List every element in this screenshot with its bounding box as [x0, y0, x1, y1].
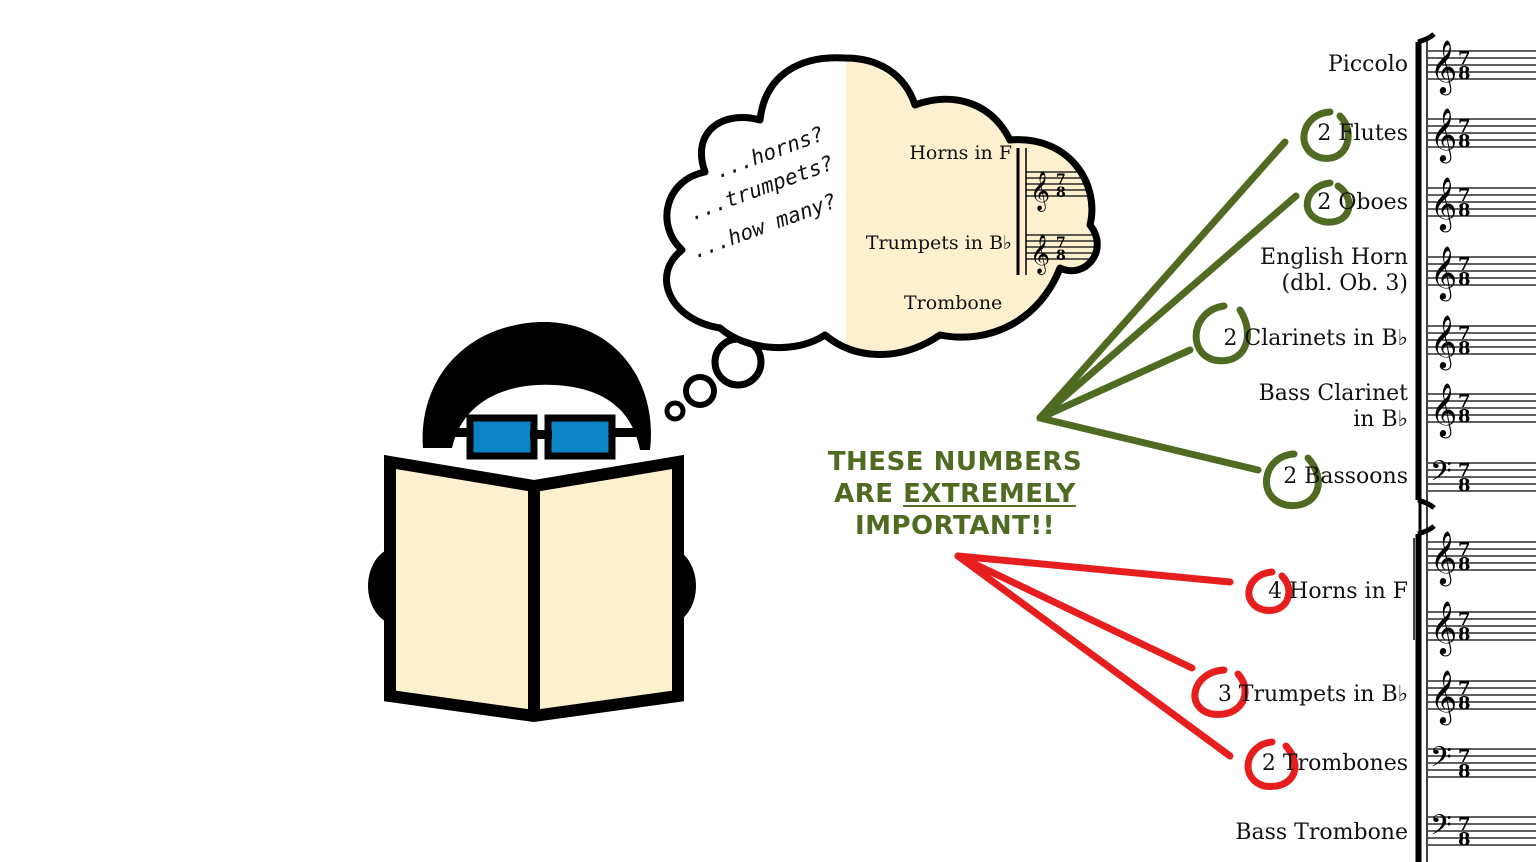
- book-icon: [384, 454, 684, 723]
- instrument-label-flutes: 2 Flutes: [1317, 121, 1408, 146]
- english-horn-line-2: (dbl. Ob. 3): [1281, 271, 1408, 296]
- time-signature-bottom: 8: [1458, 131, 1471, 152]
- reader-figure: [368, 321, 696, 723]
- bass-clef-icon: 𝄢: [1430, 741, 1452, 781]
- time-signature-bottom: 8: [1458, 475, 1471, 496]
- callout-line-3: IMPORTANT!!: [854, 511, 1056, 541]
- time-signature-bottom: 8: [1458, 200, 1471, 221]
- english-horn-line-1: English Horn: [1260, 245, 1408, 270]
- svg-text:𝄞: 𝄞: [1030, 234, 1050, 275]
- thought-label-trombone: Trombone: [904, 292, 1003, 314]
- callout-line-2-prefix: ARE: [834, 479, 904, 509]
- bass-clarinet-line-2: in B♭: [1353, 407, 1408, 432]
- circle-bassoons: [1262, 450, 1322, 509]
- time-signature-top: 7: [1458, 746, 1471, 767]
- treble-clef-icon: 𝄞: [1430, 176, 1457, 232]
- time-signature-top: 7: [1458, 323, 1471, 344]
- treble-clef-icon: 𝄞: [1430, 669, 1457, 725]
- circle-trumpets: [1191, 666, 1249, 718]
- time-signature-bottom: 8: [1458, 624, 1471, 645]
- callout-emphasis: EXTREMELY: [903, 479, 1076, 509]
- svg-text:8: 8: [1056, 185, 1066, 201]
- woodwind-bracket: [1415, 32, 1436, 510]
- thought-label-trumpets: Trumpets in B♭: [865, 232, 1012, 254]
- score-system: 𝄞78𝄞78𝄞78𝄞78𝄞78𝄞78𝄢78𝄞78𝄞78𝄞78𝄢78𝄢78: [1413, 32, 1536, 862]
- svg-text:8: 8: [1056, 248, 1066, 264]
- circle-trombones: [1244, 738, 1299, 790]
- svg-text:7: 7: [1056, 235, 1066, 251]
- treble-clef-icon: 𝄞: [1430, 314, 1457, 370]
- brass-annotation: [954, 552, 1299, 790]
- time-signature-top: 7: [1458, 48, 1471, 69]
- callout-line-1: THESE NUMBERS: [827, 447, 1083, 477]
- callout-text: THESE NUMBERS ARE EXTREMELY IMPORTANT!!: [800, 446, 1110, 542]
- callout-line-2: ARE EXTREMELY: [800, 478, 1110, 510]
- time-signature-bottom: 8: [1458, 63, 1471, 84]
- treble-clef-icon: 𝄞: [1430, 382, 1457, 438]
- time-signature-bottom: 8: [1458, 829, 1471, 850]
- time-signature-top: 7: [1458, 609, 1471, 630]
- bass-clef-icon: 𝄢: [1430, 455, 1452, 495]
- thought-label-horns: Horns in F: [909, 142, 1012, 164]
- treble-clef-icon: 𝄞: [1430, 39, 1457, 95]
- time-signature-top: 7: [1458, 460, 1471, 481]
- instrument-label-clarinets: 2 Clarinets in B♭: [1223, 326, 1408, 351]
- bass-clef-icon: 𝄢: [1430, 809, 1452, 849]
- time-signature-top: 7: [1458, 678, 1471, 699]
- instrument-label-english-horn: English Horn(dbl. Ob. 3): [1260, 245, 1408, 297]
- instrument-label-bass-trombone: Bass Trombone: [1235, 820, 1408, 845]
- brass-bracket: [1415, 524, 1436, 862]
- instrument-label-horns: 4 Horns in F: [1268, 579, 1408, 604]
- bass-clarinet-line-1: Bass Clarinet: [1258, 381, 1408, 406]
- svg-text:𝄞: 𝄞: [1030, 171, 1050, 212]
- glasses-icon: [440, 414, 640, 460]
- circle-flutes: [1300, 108, 1352, 162]
- circle-clarinets: [1192, 302, 1251, 365]
- time-signature-bottom: 8: [1458, 693, 1471, 714]
- thought-bubble: 𝄞 𝄞 7 8 7 8: [663, 54, 1101, 422]
- time-signature-top: 7: [1458, 254, 1471, 275]
- time-signature-bottom: 8: [1458, 338, 1471, 359]
- time-signature-top: 7: [1458, 116, 1471, 137]
- instrument-label-trumpets: 3 Trumpets in B♭: [1217, 682, 1408, 707]
- instrument-label-piccolo: Piccolo: [1327, 52, 1408, 77]
- time-signature-top: 7: [1458, 539, 1471, 560]
- time-signature-top: 7: [1458, 814, 1471, 835]
- circle-horns: [1245, 568, 1293, 614]
- time-signature-bottom: 8: [1458, 554, 1471, 575]
- time-signature-bottom: 8: [1458, 269, 1471, 290]
- instrument-label-bassoons: 2 Bassoons: [1283, 464, 1408, 489]
- time-signature-top: 7: [1458, 185, 1471, 206]
- circle-oboes: [1303, 179, 1353, 226]
- treble-clef-icon: 𝄞: [1430, 245, 1457, 301]
- treble-clef-icon: 𝄞: [1430, 530, 1457, 586]
- time-signature-bottom: 8: [1458, 761, 1471, 782]
- instrument-label-trombones: 2 Trombones: [1261, 751, 1408, 776]
- treble-clef-icon: 𝄞: [1430, 107, 1457, 163]
- instrument-label-oboes: 2 Oboes: [1317, 190, 1408, 215]
- svg-text:7: 7: [1056, 172, 1066, 188]
- treble-clef-icon: 𝄞: [1430, 600, 1457, 656]
- woodwind-annotation: [1036, 108, 1353, 509]
- time-signature-top: 7: [1458, 391, 1471, 412]
- time-signature-bottom: 8: [1458, 406, 1471, 427]
